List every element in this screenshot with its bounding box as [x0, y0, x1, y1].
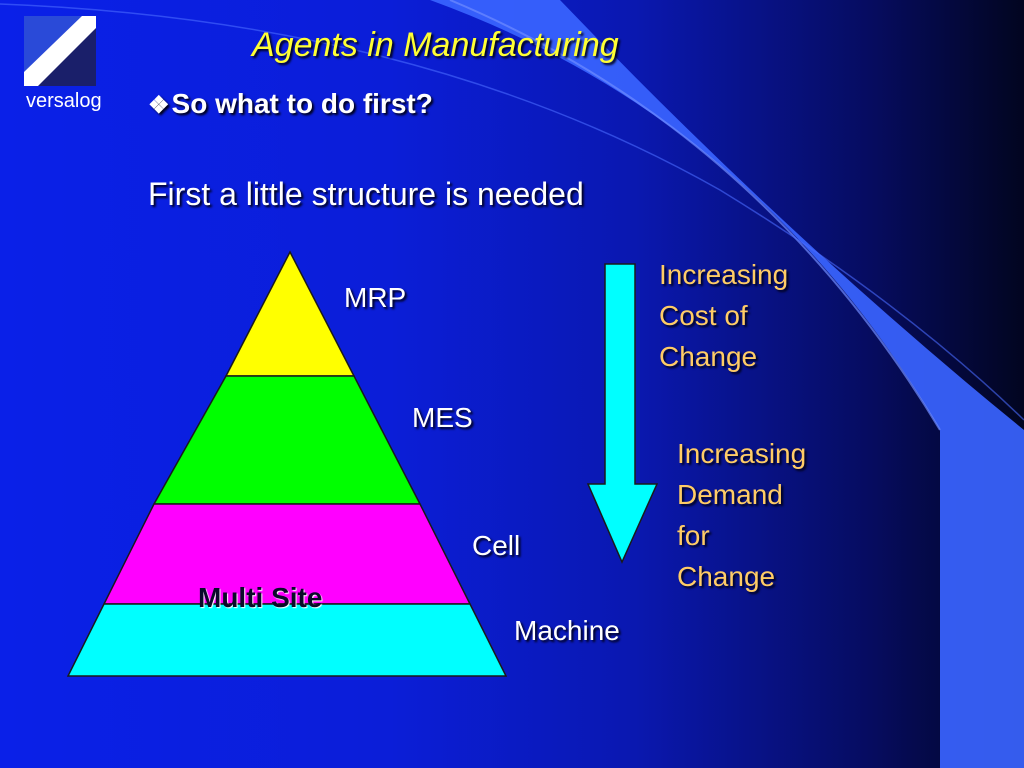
- down-arrow-icon: [586, 263, 659, 564]
- pyramid-layer-machine: [66, 603, 508, 677]
- note-line: Cost of: [659, 300, 748, 331]
- demand-for-change-note: Increasing Demand for Change: [677, 433, 877, 597]
- layer-label-machine: Machine: [514, 615, 620, 646]
- versalog-logo-icon: [24, 16, 96, 86]
- bullet-item: ❖So what to do first?: [148, 88, 433, 120]
- cost-of-change-note: Increasing Cost of Change: [659, 254, 859, 377]
- note-line: Change: [659, 341, 758, 372]
- pyramid-layer-mes: [152, 375, 422, 505]
- slide-title: Agents in Manufacturing: [252, 26, 619, 64]
- note-line: Increasing: [677, 438, 807, 469]
- pyramid-diagram: [66, 250, 508, 677]
- note-line: Demand: [677, 479, 783, 510]
- layer-label-mrp: MRP: [344, 282, 407, 313]
- logo-text: versalog: [26, 90, 102, 112]
- multi-site-label: Multi Site: [198, 582, 323, 613]
- note-line: for: [677, 520, 710, 551]
- pyramid-layer-mrp: [224, 250, 356, 377]
- layer-label-cell: Cell: [472, 530, 521, 561]
- bullet-text: So what to do first?: [171, 88, 433, 119]
- diamond-bullet-icon: ❖: [148, 92, 170, 119]
- note-line: Change: [677, 561, 776, 592]
- slide-subtitle: First a little structure is needed: [148, 176, 584, 212]
- layer-label-mes: MES: [412, 402, 473, 433]
- note-line: Increasing: [659, 259, 789, 290]
